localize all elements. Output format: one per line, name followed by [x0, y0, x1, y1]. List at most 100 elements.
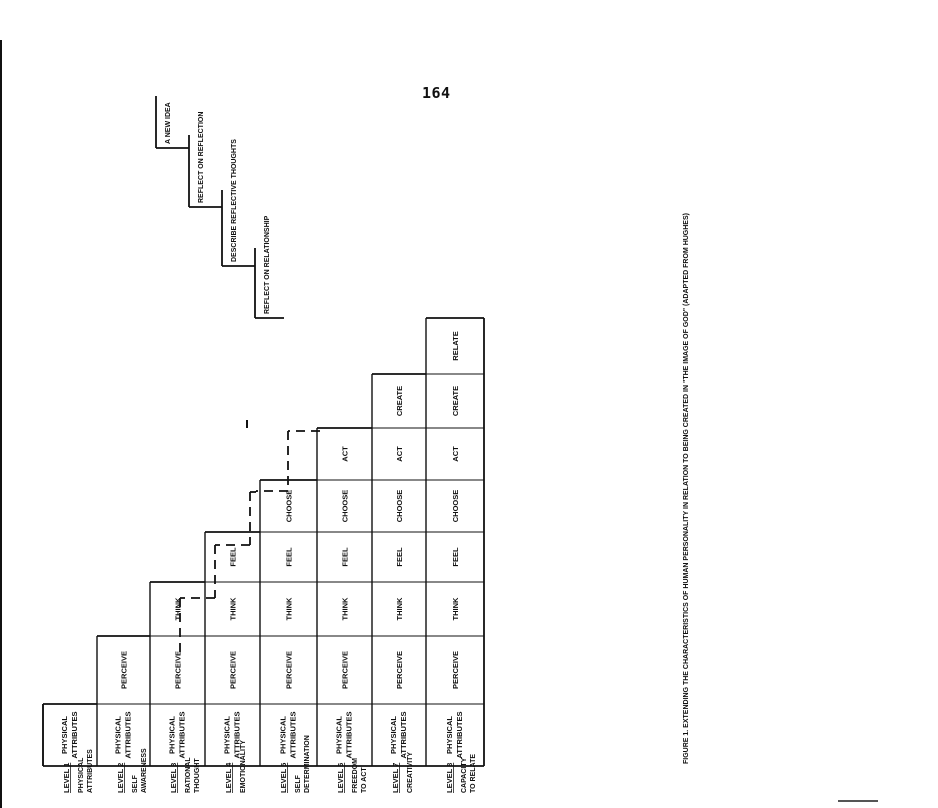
- cell-text: PERCEIVE: [451, 651, 460, 689]
- cell-text: ACT: [341, 446, 350, 462]
- cell-text: CHOOSE: [341, 490, 350, 523]
- step-label: REFLECT ON RELATIONSHIP: [264, 215, 271, 314]
- cell-text: FEEL: [395, 547, 404, 567]
- level-description: ATTRIBUTES: [87, 749, 94, 793]
- stack-cell-label: FEEL: [451, 547, 460, 567]
- stack-cell-label: FEEL: [395, 547, 404, 567]
- cell-text: PHYSICAL: [223, 716, 232, 754]
- cell-text: CHOOSE: [395, 490, 404, 523]
- level-description: TO RELATE: [470, 754, 477, 793]
- figure-caption: FIGURE 1. EXTENDING THE CHARACTERISTICS …: [683, 213, 690, 764]
- stack-cell-label: CHOOSE: [285, 490, 294, 523]
- stack-cell-label: THINK: [395, 597, 404, 620]
- cell-text: PHYSICAL: [114, 716, 123, 754]
- level-description: DETERMINATION: [304, 735, 311, 793]
- cell-text: PHYSICAL: [389, 716, 398, 754]
- cell-text: PERCEIVE: [285, 651, 294, 689]
- cell-text: THINK: [341, 597, 350, 620]
- cell-text: FEEL: [341, 547, 350, 567]
- cell-text: ATTRIBUTES: [345, 712, 354, 759]
- stack-cell-label: PERCEIVE: [229, 651, 238, 689]
- cell-text: CHOOSE: [451, 490, 460, 523]
- level-label: LEVEL 8: [445, 763, 454, 793]
- stack-cell-label: FEEL: [285, 547, 294, 567]
- cell-text: FEEL: [451, 547, 460, 567]
- cell-text: RELATE: [451, 331, 460, 360]
- level-label: LEVEL 3: [169, 763, 178, 793]
- level-label: LEVEL 1: [62, 763, 71, 793]
- step-label-text: REFLECT ON REFLECTION: [198, 112, 205, 203]
- stack-cell-label: THINK: [174, 597, 183, 620]
- page-corner-mark: [838, 800, 878, 802]
- level-description: CAPACITY: [461, 757, 468, 793]
- level-description: EMOTIONALITY: [240, 740, 247, 793]
- cell-text: ATTRIBUTES: [399, 712, 408, 759]
- cell-text: PERCEIVE: [174, 651, 183, 689]
- figure-caption-group: FIGURE 1. EXTENDING THE CHARACTERISTICS …: [683, 213, 690, 764]
- stack-cell-label: THINK: [341, 597, 350, 620]
- level-description: THOUGHT: [194, 758, 201, 793]
- cell-text: ATTRIBUTES: [455, 712, 464, 759]
- stack-cell-label: ACT: [341, 446, 350, 462]
- stack-cell-label: PERCEIVE: [451, 651, 460, 689]
- cell-text: PERCEIVE: [120, 651, 129, 689]
- cell-text: FEEL: [285, 547, 294, 567]
- stack-cell-label: FEEL: [229, 547, 238, 567]
- cell-text: PERCEIVE: [229, 651, 238, 689]
- stack-cell-label: PERCEIVE: [395, 651, 404, 689]
- step-label-text: REFLECT ON RELATIONSHIP: [264, 215, 271, 314]
- level-description: SELF: [132, 774, 139, 793]
- level-description: RATIONAL: [185, 757, 192, 793]
- cell-text: PERCEIVE: [341, 651, 350, 689]
- cell-text: THINK: [174, 597, 183, 620]
- page-left-border: [0, 40, 2, 808]
- stack-cell-label: PERCEIVE: [174, 651, 183, 689]
- step-label: DESCRIBE REFLECTIVE THOUGHTS: [231, 139, 238, 262]
- stack-cell-label: FEEL: [341, 547, 350, 567]
- step-label: REFLECT ON REFLECTION: [198, 112, 205, 203]
- stack-cell-label: CHOOSE: [395, 490, 404, 523]
- cell-text: ACT: [451, 446, 460, 462]
- cell-text: PHYSICAL: [335, 716, 344, 754]
- cell-text: ATTRIBUTES: [124, 712, 133, 759]
- page-number: 164: [422, 84, 451, 102]
- cell-text: THINK: [285, 597, 294, 620]
- cell-text: CREATE: [395, 386, 404, 416]
- cell-text: CHOOSE: [285, 490, 294, 523]
- cell-text: ATTRIBUTES: [178, 712, 187, 759]
- cell-text: PERCEIVE: [395, 651, 404, 689]
- stack-cell-label: ACT: [395, 446, 404, 462]
- cell-text: FEEL: [229, 547, 238, 567]
- cell-text: CREATE: [451, 386, 460, 416]
- stack-cell-label: CREATE: [395, 386, 404, 416]
- caption-text: FIGURE 1. EXTENDING THE CHARACTERISTICS …: [683, 213, 690, 764]
- level-description: PHYSICAL: [78, 757, 85, 793]
- stray-mark: [246, 420, 248, 428]
- level-description: CREATIVITY: [407, 752, 414, 793]
- level-label: LEVEL 6: [336, 763, 345, 793]
- cell-text: THINK: [395, 597, 404, 620]
- level-description: FREEDOM: [352, 758, 359, 793]
- level-label: LEVEL 2: [116, 763, 125, 793]
- cell-text: ATTRIBUTES: [289, 712, 298, 759]
- level-label: LEVEL 7: [391, 763, 400, 793]
- cell-text: PHYSICAL: [60, 716, 69, 754]
- cell-text: ACT: [395, 446, 404, 462]
- cell-text: ATTRIBUTES: [70, 712, 79, 759]
- stack-cell-label: PERCEIVE: [285, 651, 294, 689]
- staircase-lines: REFLECT ON RELATIONSHIP DESCRIBE REFLECTI…: [155, 96, 320, 652]
